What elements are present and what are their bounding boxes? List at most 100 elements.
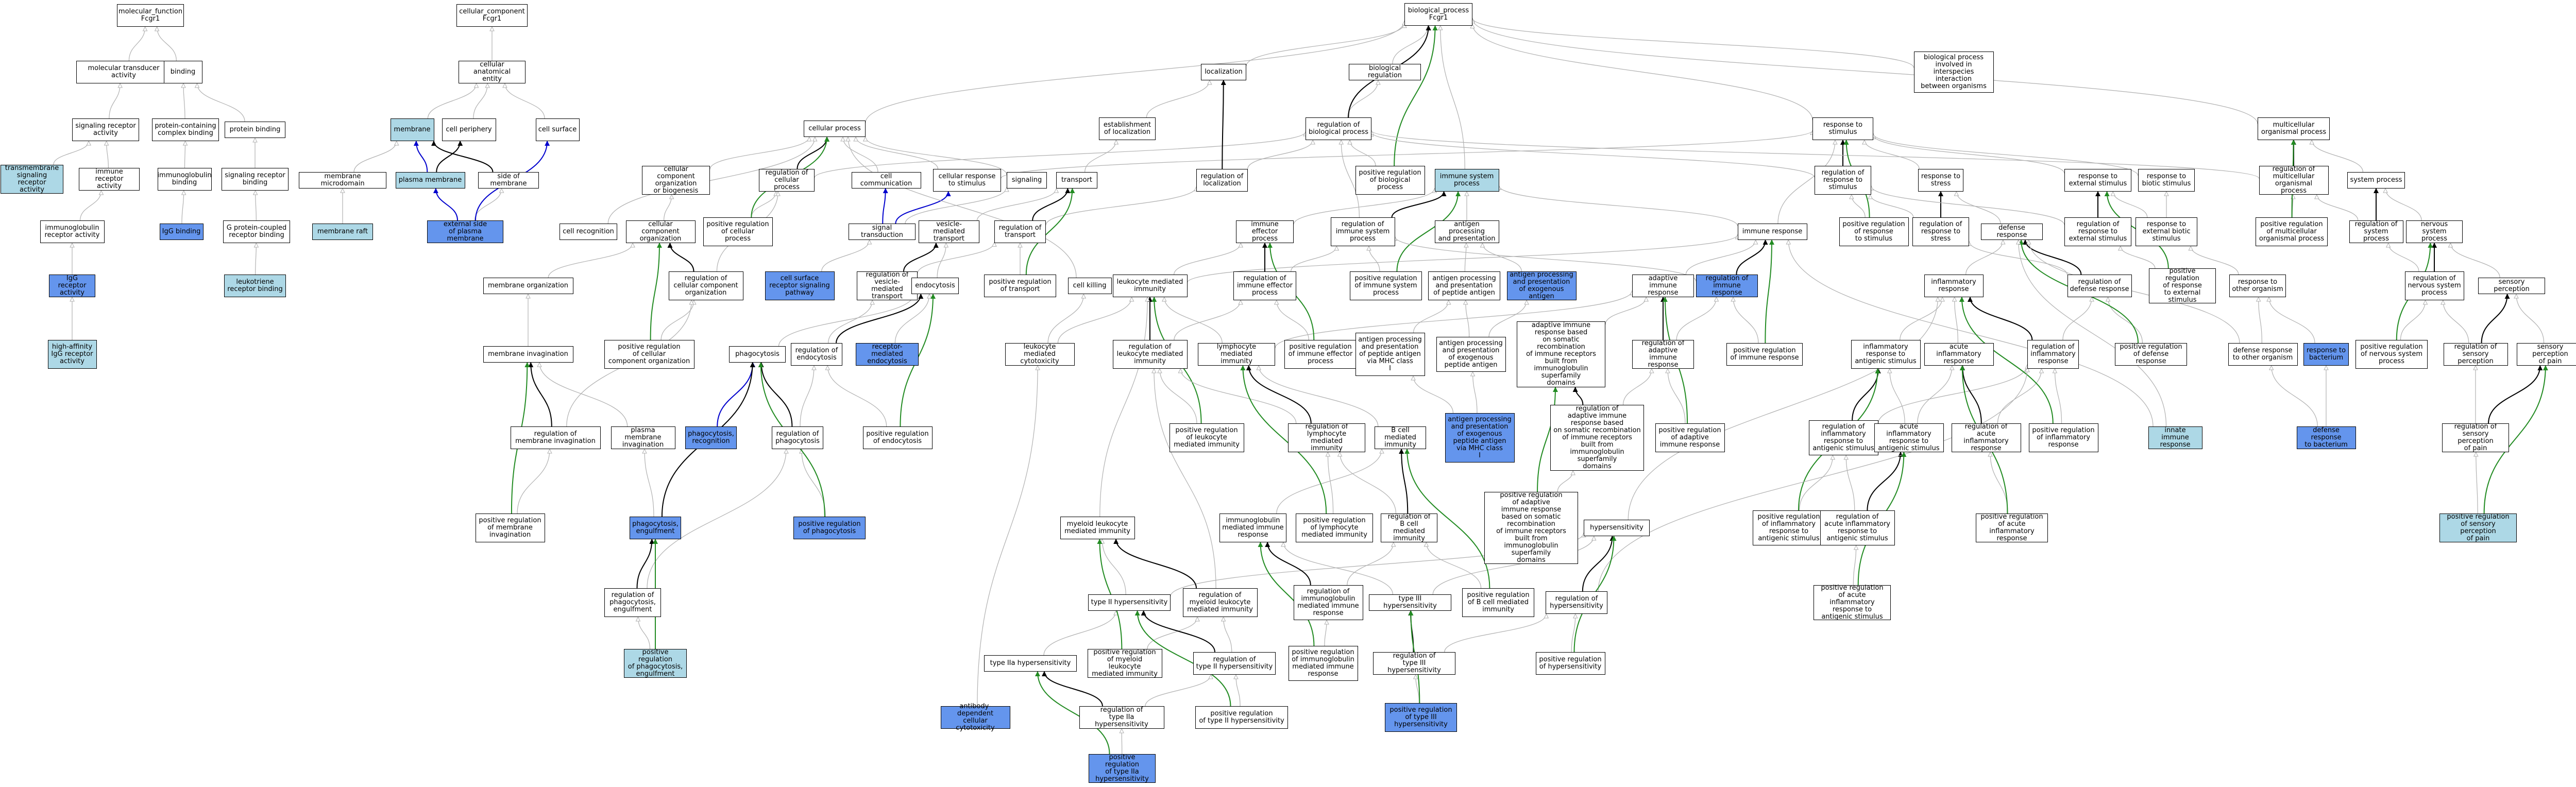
term-node-gpcrb[interactable]: G protein-coupled receptor binding — [223, 220, 290, 243]
term-node-posreginflag[interactable]: positive regulation of inflammatory resp… — [1753, 510, 1825, 545]
term-node-rextbiotic[interactable]: response to external biotic stimulus — [2136, 217, 2197, 246]
term-node-posregimmresp[interactable]: positive regulation of immune response — [1726, 343, 1803, 366]
term-node-rbiotic[interactable]: response to biotic stimulus — [2138, 169, 2195, 192]
term-node-breg[interactable]: biological regulation — [1349, 64, 1421, 80]
term-node-bcmi[interactable]: B cell mediated immunity — [1375, 426, 1426, 449]
term-node-posregt2ahyper[interactable]: positive regulation of type IIa hypersen… — [1089, 754, 1156, 783]
term-node-acuteinfl[interactable]: acute inflammatory response — [1924, 343, 1994, 366]
term-node-rme[interactable]: receptor-mediated endocytosis — [856, 343, 919, 366]
term-node-regdefresp[interactable]: regulation of defense response — [2067, 275, 2132, 297]
term-node-agpp[interactable]: antigen processing and presentation — [1434, 220, 1499, 243]
term-node-ccob[interactable]: cellular component organization or bioge… — [642, 166, 710, 195]
term-node-vmt[interactable]: vesicle-mediated transport — [919, 220, 979, 243]
term-node-posregt2hyper[interactable]: positive regulation of type II hypersens… — [1195, 706, 1288, 729]
term-node-posregacuteag[interactable]: positive regulation of acute inflammator… — [1814, 585, 1891, 621]
term-node-regnsp[interactable]: regulation of nervous system process — [2404, 271, 2464, 300]
term-node-srbind[interactable]: signaling receptor binding — [222, 168, 289, 191]
term-node-regloc[interactable]: regulation of localization — [1196, 169, 1248, 192]
term-node-posregnsp[interactable]: positive regulation of nervous system pr… — [2355, 340, 2428, 369]
term-node-posregmeminv[interactable]: positive regulation of membrane invagina… — [475, 514, 545, 542]
term-node-regsenspain[interactable]: regulation of sensory perception of pain — [2442, 423, 2509, 452]
term-node-regtrans[interactable]: regulation of transport — [994, 220, 1046, 243]
term-node-reginflag[interactable]: regulation of inflammatory response to a… — [1808, 420, 1878, 455]
term-node-iggbind[interactable]: IgG binding — [159, 224, 204, 240]
term-node-posregairsr[interactable]: positive regulation of adaptive immune r… — [1484, 492, 1578, 564]
term-node-ieffp[interactable]: immune effector process — [1236, 220, 1294, 243]
term-node-regieffp[interactable]: regulation of immune effector process — [1233, 271, 1296, 300]
term-node-regimsp[interactable]: regulation of immune system process — [1330, 217, 1395, 246]
term-node-regvmt[interactable]: regulation of vesicle-mediated transport — [857, 271, 918, 300]
term-node-regadapt[interactable]: regulation of adaptive immune response — [1632, 340, 1694, 369]
term-node-posregmcop[interactable]: positive regulation of multicellular org… — [2256, 217, 2328, 246]
term-node-imsp[interactable]: immune system process — [1434, 169, 1499, 192]
term-node-regacuteag[interactable]: regulation of acute inflammatory respons… — [1820, 510, 1895, 545]
term-node-t3hyper[interactable]: type III hypersensitivity — [1369, 594, 1451, 611]
term-node-pmi[interactable]: plasma membrane invagination — [611, 426, 675, 449]
term-node-posregdef[interactable]: positive regulation of defense response — [2115, 343, 2187, 366]
term-node-rts[interactable]: response to stimulus — [1812, 117, 1873, 140]
term-node-binding[interactable]: binding — [163, 61, 202, 83]
term-node-defother[interactable]: defense response to other organism — [2228, 343, 2298, 366]
term-node-regbcmi[interactable]: regulation of B cell mediated immunity — [1381, 514, 1437, 542]
term-node-posregphageng[interactable]: positive regulation of phagocytosis, eng… — [624, 649, 687, 678]
term-node-posregendo[interactable]: positive regulation of endocytosis — [862, 426, 933, 449]
term-node-rexts[interactable]: response to external stimulus — [2064, 169, 2131, 192]
term-node-posregbcmi[interactable]: positive regulation of B cell mediated i… — [1462, 588, 1534, 617]
term-node-igbind[interactable]: immunoglobulin binding — [157, 168, 212, 191]
term-node-pbind[interactable]: protein binding — [225, 122, 285, 138]
term-node-posregsenspain[interactable]: positive regulation of sensory perceptio… — [2439, 514, 2517, 542]
term-node-memorg[interactable]: membrane organization — [483, 278, 573, 294]
term-node-sensperpain[interactable]: sensory perception of pain — [2517, 343, 2576, 366]
term-node-regcp[interactable]: regulation of cellular process — [759, 169, 815, 192]
term-node-agpppepmhc1[interactable]: antigen processing and presentation of p… — [1355, 333, 1425, 376]
term-node-pccb[interactable]: protein-containing complex binding — [152, 118, 219, 141]
term-node-posregadapt[interactable]: positive regulation of adaptive immune r… — [1655, 423, 1725, 452]
term-node-mlmi[interactable]: myeloid leukocyte mediated immunity — [1060, 517, 1135, 539]
term-node-innate[interactable]: innate immune response — [2148, 426, 2202, 449]
term-node-rbact[interactable]: response to bacterium — [2303, 343, 2349, 366]
term-node-hatigg[interactable]: high-affinity IgG receptor activity — [47, 340, 97, 369]
term-node-pm[interactable]: plasma membrane — [395, 172, 465, 189]
term-node-acuteinflag[interactable]: acute inflammatory response to antigenic… — [1874, 423, 1944, 452]
term-node-cperiph[interactable]: cell periphery — [442, 118, 496, 141]
term-node-defbact[interactable]: defense response to bacterium — [2296, 426, 2356, 449]
term-node-membrane[interactable]: membrane — [390, 118, 434, 141]
term-node-agppexopepmhc1[interactable]: antigen processing and presentation of e… — [1445, 413, 1515, 463]
term-node-sigtrans[interactable]: signal transduction — [849, 224, 916, 240]
term-node-hypersens[interactable]: hypersensitivity — [1584, 520, 1650, 536]
term-node-inflresp[interactable]: inflammatory response — [1924, 275, 1984, 297]
term-node-regphageng[interactable]: regulation of phagocytosis, engulfment — [604, 588, 661, 617]
term-node-posreglymi[interactable]: positive regulation of lymphocyte mediat… — [1296, 514, 1373, 542]
term-node-regcco[interactable]: regulation of cellular component organiz… — [668, 271, 743, 300]
term-node-nsp[interactable]: nervous system process — [2406, 220, 2463, 243]
term-node-csurf[interactable]: cell surface — [535, 118, 580, 141]
term-node-localization[interactable]: localization — [1201, 64, 1246, 80]
term-node-lymi[interactable]: lymphocyte mediated immunity — [1198, 343, 1275, 366]
term-node-sra[interactable]: signaling receptor activity — [72, 118, 139, 141]
term-node-posregrexts[interactable]: positive regulation of response to exter… — [2149, 268, 2216, 304]
term-node-posregtrans[interactable]: positive regulation of transport — [984, 275, 1056, 297]
term-node-phagocytosis[interactable]: phagocytosis — [729, 346, 786, 363]
term-node-posregcco[interactable]: positive regulation of cellular componen… — [604, 340, 694, 369]
term-node-regmlmi[interactable]: regulation of myeloid leukocyte mediated… — [1182, 588, 1258, 617]
term-node-immra[interactable]: immune receptor activity — [79, 168, 140, 191]
term-node-regsysproc[interactable]: regulation of system process — [2349, 220, 2403, 243]
term-node-regigmir[interactable]: regulation of immunoglobulin mediated im… — [1293, 585, 1363, 620]
term-node-ltrb[interactable]: leukotriene receptor binding — [224, 275, 286, 297]
term-node-mta[interactable]: molecular transducer activity — [76, 61, 172, 83]
term-node-regmcop[interactable]: regulation of multicellular organismal p… — [2259, 166, 2329, 195]
term-node-cae[interactable]: cellular anatomical entity — [459, 61, 526, 83]
term-node-posregphag[interactable]: positive regulation of phagocytosis — [793, 517, 866, 539]
term-node-memraft[interactable]: membrane raft — [312, 224, 373, 240]
term-node-ckill[interactable]: cell killing — [1067, 278, 1112, 294]
term-node-regphag[interactable]: regulation of phagocytosis — [772, 426, 823, 449]
term-node-regrts[interactable]: regulation of response to stimulus — [1815, 166, 1871, 195]
term-node-t2hyper[interactable]: type II hypersensitivity — [1088, 594, 1171, 611]
term-node-posregieffp[interactable]: positive regulation of immune effector p… — [1284, 340, 1357, 369]
term-node-regendo[interactable]: regulation of endocytosis — [791, 343, 842, 366]
term-node-bp[interactable]: biological_process Fcgr1 — [1404, 3, 1472, 26]
term-node-posregbp[interactable]: positive regulation of biological proces… — [1355, 166, 1425, 195]
term-node-lmi[interactable]: leukocyte mediated immunity — [1112, 275, 1188, 297]
term-node-agppexo[interactable]: antigen processing and presentation of e… — [1506, 271, 1577, 300]
term-node-regacute[interactable]: regulation of acute inflammatory respons… — [1951, 423, 2021, 452]
